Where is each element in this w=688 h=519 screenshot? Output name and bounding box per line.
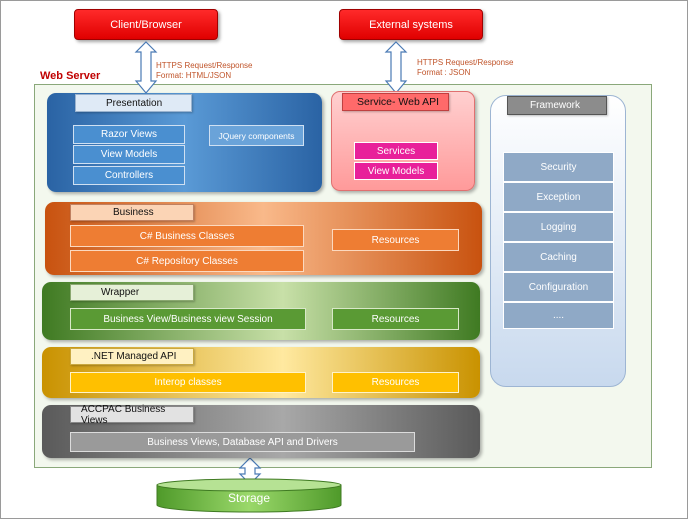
framework-item-caching: Caching bbox=[503, 242, 614, 272]
framework-item-logging: Logging bbox=[503, 212, 614, 242]
framework-title: Framework bbox=[507, 96, 607, 115]
wrapper-resources-cell: Resources bbox=[332, 308, 459, 330]
jquery-components-cell: JQuery components bbox=[209, 125, 304, 146]
business-resources-cell: Resources bbox=[332, 229, 459, 251]
razor-views-cell: Razor Views bbox=[73, 125, 185, 144]
business-classes-cell: C# Business Classes bbox=[70, 225, 304, 247]
presentation-title: Presentation bbox=[75, 94, 192, 112]
managed-api-resources-cell: Resources bbox=[332, 372, 459, 393]
storage-cylinder-icon bbox=[156, 478, 342, 513]
wrapper-title: Wrapper bbox=[70, 284, 194, 301]
business-title: Business bbox=[70, 204, 194, 221]
repository-classes-cell: C# Repository Classes bbox=[70, 250, 304, 272]
framework-item-configuration: Configuration bbox=[503, 272, 614, 302]
controllers-cell: Controllers bbox=[73, 166, 185, 185]
view-models-cell: View Models bbox=[73, 145, 185, 164]
framework-item-security: Security bbox=[503, 152, 614, 182]
interop-classes-cell: Interop classes bbox=[70, 372, 306, 393]
external-systems-box: External systems bbox=[339, 9, 483, 40]
managed-api-title: .NET Managed API bbox=[70, 348, 194, 365]
web-server-label: Web Server bbox=[40, 70, 101, 82]
client-browser-box: Client/Browser bbox=[74, 9, 218, 40]
accpac-title: ACCPAC Business Views bbox=[70, 404, 194, 426]
framework-item-more: .... bbox=[503, 302, 614, 329]
storage-label: Storage bbox=[227, 491, 271, 505]
business-views-drivers-cell: Business Views, Database API and Drivers bbox=[70, 432, 415, 452]
framework-item-exception: Exception bbox=[503, 182, 614, 212]
framework-list: Security Exception Logging Caching Confi… bbox=[503, 152, 614, 329]
service-view-models-cell: View Models bbox=[354, 162, 438, 180]
service-title: Service- Web API bbox=[342, 93, 449, 111]
business-view-session-cell: Business View/Business view Session bbox=[70, 308, 306, 330]
services-cell: Services bbox=[354, 142, 438, 160]
